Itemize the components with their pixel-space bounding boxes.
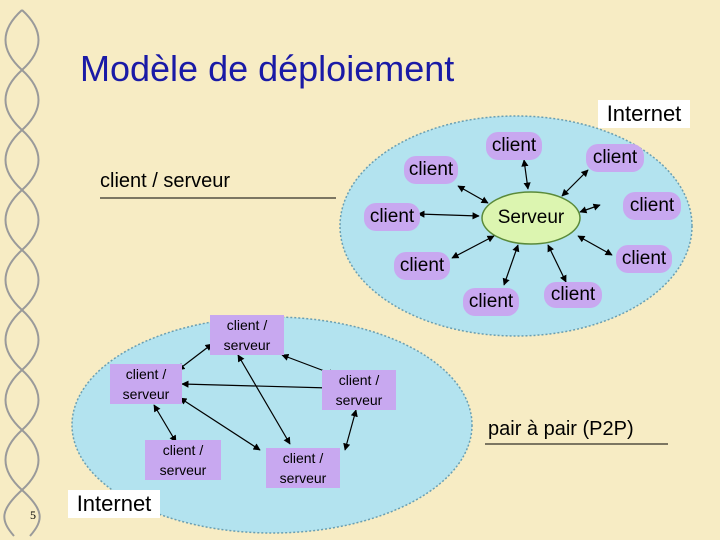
peer-label-line1: client / — [338, 372, 380, 388]
peer-label-line1: client / — [282, 450, 324, 466]
client-node: client — [486, 132, 542, 160]
internet-label-top: Internet — [598, 100, 690, 128]
peer-node: client / serveur — [210, 315, 284, 355]
peer-node: client / serveur — [110, 364, 182, 404]
peer-label-line2: serveur — [223, 337, 271, 353]
peer-label-line2: serveur — [279, 470, 327, 486]
dna-strand-decoration — [3, 9, 41, 537]
peer-label-line1: client / — [125, 366, 167, 382]
peer-label-line1: client / — [162, 442, 204, 458]
peer-label-line2: serveur — [122, 386, 170, 402]
client-server-arrows — [417, 159, 613, 286]
client-node: client — [623, 192, 681, 220]
page-title: Modèle de déploiement — [80, 48, 455, 89]
internet-label-bottom: Internet — [68, 490, 160, 518]
peer-label-line1: client / — [226, 317, 268, 333]
peer-node: client / serveur — [322, 370, 396, 410]
client-server-heading: client / serveur — [100, 170, 231, 192]
client-node: client — [616, 245, 672, 273]
peer-node: client / serveur — [145, 440, 221, 480]
server-label: Serveur — [497, 207, 565, 228]
client-node: client — [364, 203, 420, 231]
client-node: client — [544, 282, 602, 308]
server-node-shape — [481, 191, 581, 245]
page-number: 5 — [30, 508, 36, 522]
peer-label-line2: serveur — [159, 462, 207, 478]
p2p-arrows — [153, 343, 358, 451]
client-node: client — [463, 288, 519, 316]
p2p-heading: pair à pair (P2P) — [488, 418, 634, 440]
peer-node: client / serveur — [266, 448, 340, 488]
client-node: client — [394, 252, 450, 280]
client-node: client — [586, 144, 644, 172]
client-node: client — [404, 156, 458, 184]
peer-label-line2: serveur — [335, 392, 383, 408]
